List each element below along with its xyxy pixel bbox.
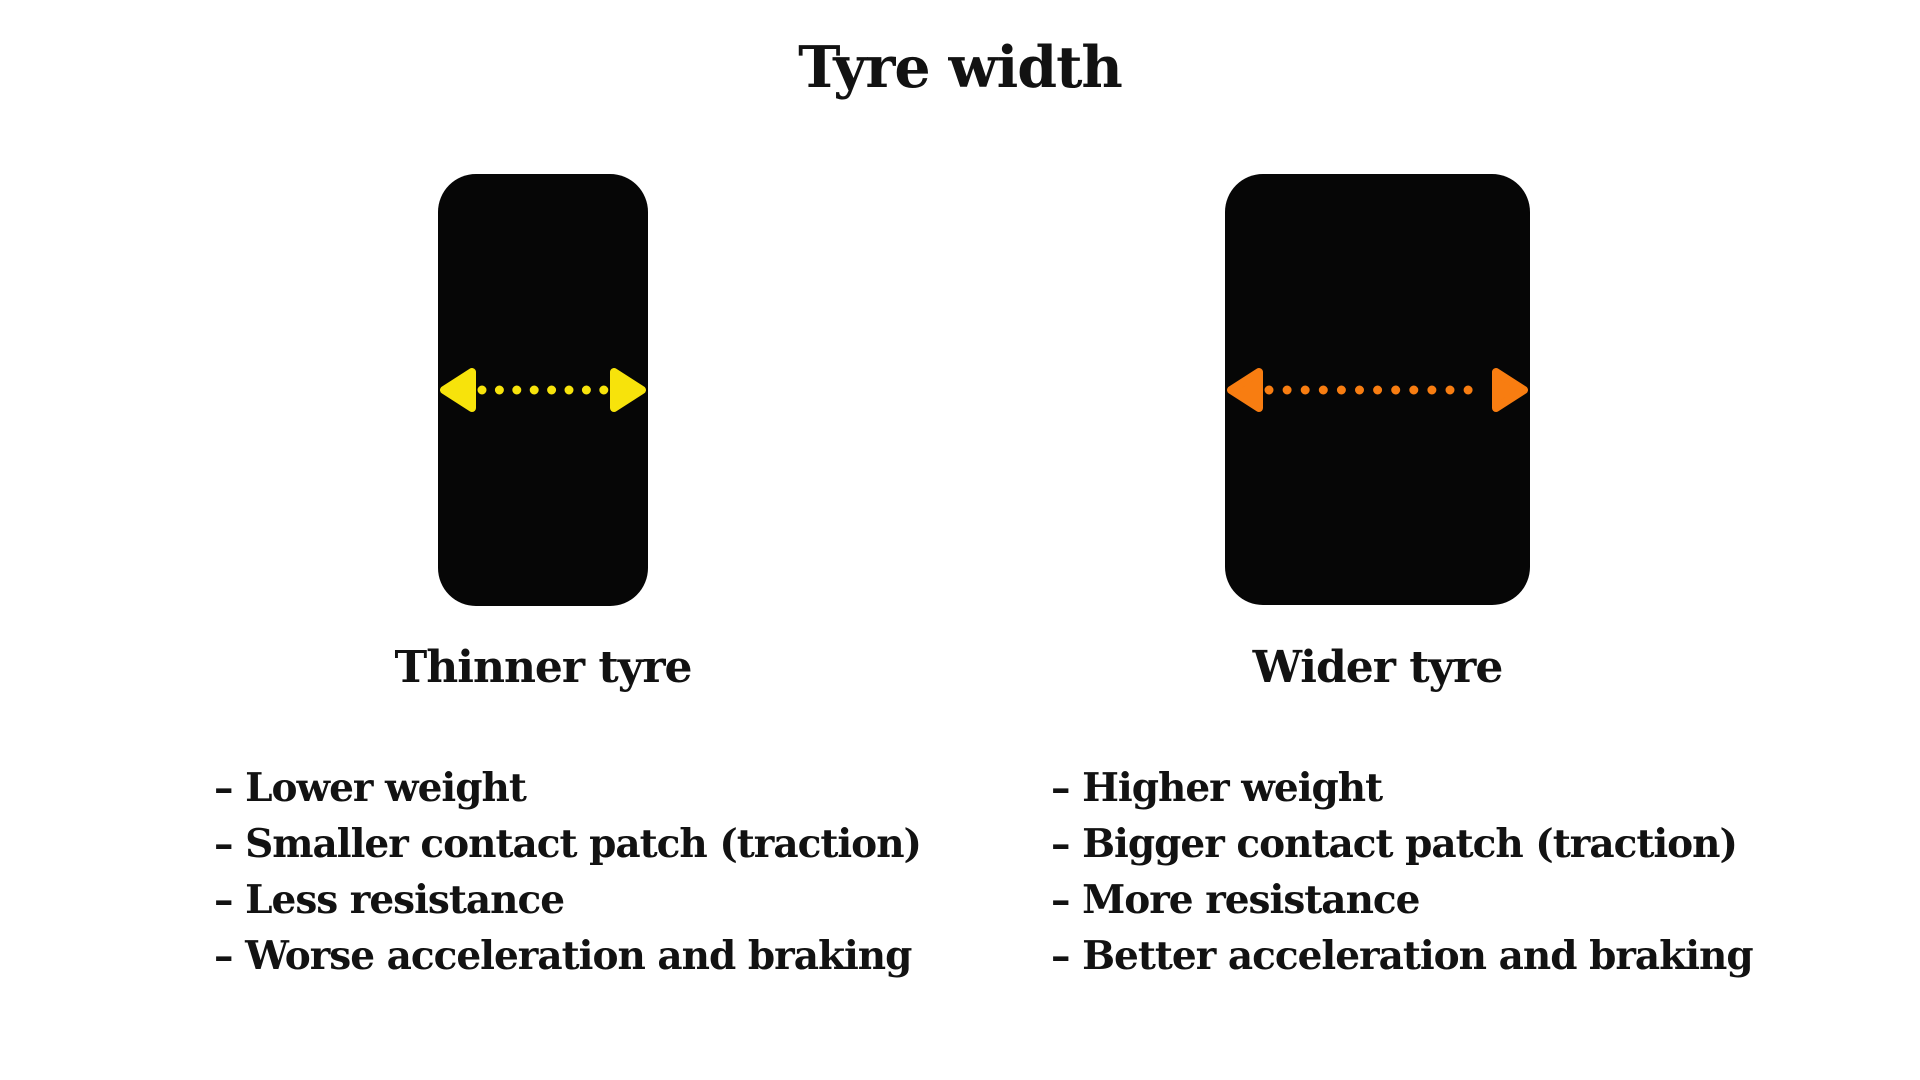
- wide-tyre-shape: [1225, 174, 1530, 605]
- note-item: – Bigger contact patch (traction): [1051, 821, 1738, 867]
- thin-arrow-right-head: [610, 368, 646, 412]
- wide-arrow-right-head: [1492, 368, 1528, 412]
- note-item: – Higher weight: [1051, 765, 1383, 811]
- thin-tyre-notes-list: – Lower weight – Smaller contact patch (…: [214, 760, 922, 984]
- wide-tyre-label: Wider tyre: [1252, 642, 1504, 693]
- note-item: – Better acceleration and braking: [1051, 933, 1754, 979]
- thin-tyre-shape: [438, 174, 648, 606]
- thin-tyre-label: Thinner tyre: [394, 642, 693, 693]
- thin-tyre-rect: [438, 174, 648, 606]
- note-item: – Less resistance: [214, 877, 565, 923]
- thin-arrow-left-head: [440, 368, 476, 412]
- note-item: – More resistance: [1051, 877, 1421, 923]
- wide-arrow-left-head: [1227, 368, 1263, 412]
- note-item: – Lower weight: [214, 765, 527, 811]
- thin-tyre-width-arrow-icon: [440, 368, 646, 412]
- wide-tyre-width-arrow-icon: [1227, 368, 1528, 412]
- wide-tyre-notes-list: – Higher weight – Bigger contact patch (…: [1051, 760, 1754, 984]
- page-title: Tyre width: [798, 34, 1123, 101]
- note-item: – Worse acceleration and braking: [214, 933, 912, 979]
- note-item: – Smaller contact patch (traction): [214, 821, 922, 867]
